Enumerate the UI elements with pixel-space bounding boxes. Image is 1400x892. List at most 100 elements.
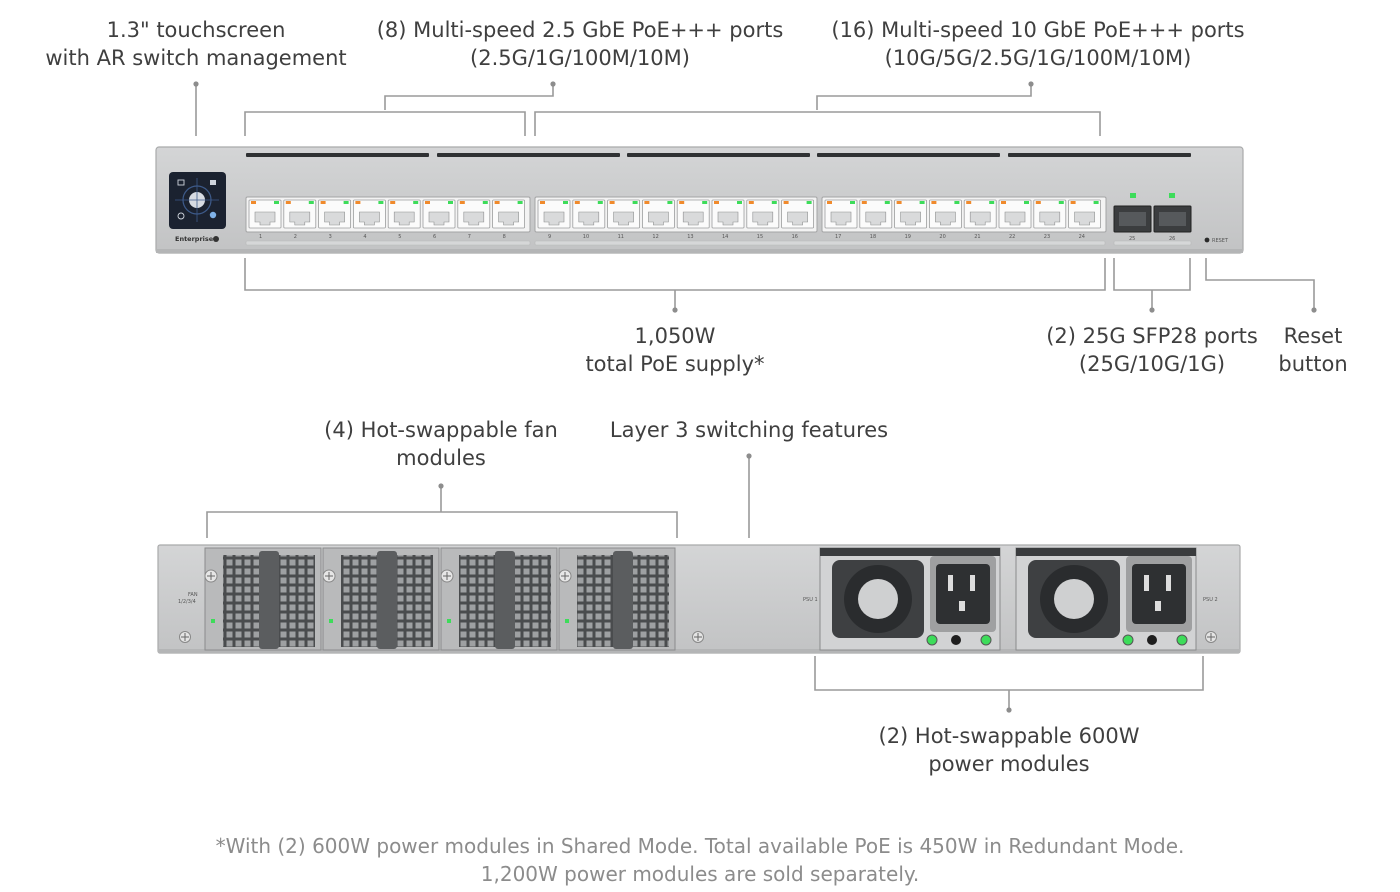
port-number: 8 <box>503 234 506 240</box>
ports-10g-callout-line1: (16) Multi-speed 10 GbE PoE+++ ports <box>831 18 1245 42</box>
touchscreen-callout-line1: 1.3" touchscreen <box>106 18 286 42</box>
port-led <box>896 201 902 204</box>
fan-module[interactable] <box>204 547 322 651</box>
port-led <box>1035 201 1041 204</box>
psu-led <box>1176 634 1188 646</box>
poe-supply-callout-line1: 1,050W <box>634 324 716 348</box>
port-led <box>274 201 279 204</box>
port-led <box>748 201 754 204</box>
port-number: 22 <box>1009 234 1015 240</box>
port-led <box>667 201 673 204</box>
sfp28-leader <box>1113 258 1191 310</box>
port-led <box>1070 201 1076 204</box>
sfp28-ports: 25 26 <box>1113 193 1192 242</box>
reset-callout-line1: Reset <box>1283 324 1343 348</box>
rj45-port[interactable] <box>607 199 640 229</box>
port-led <box>517 201 523 204</box>
rj45-port[interactable] <box>859 199 893 229</box>
rj45-port[interactable] <box>492 199 526 229</box>
rj45-port[interactable] <box>781 199 814 229</box>
port-led <box>1024 201 1029 204</box>
ports-25g-callout-line1: (8) Multi-speed 2.5 GbE PoE+++ ports <box>376 18 784 42</box>
port-led <box>931 201 937 204</box>
footnote-line1: *With (2) 600W power modules in Shared M… <box>215 834 1185 858</box>
touchscreen-callout: 1.3" touchscreen with AR switch manageme… <box>36 16 356 72</box>
sfp-led <box>1169 193 1175 198</box>
port-led <box>702 201 708 204</box>
port-led <box>966 201 972 204</box>
port-number: 19 <box>905 234 911 240</box>
fan-led <box>211 619 215 623</box>
port-led <box>540 201 545 204</box>
port-number: 17 <box>835 234 841 240</box>
port-led <box>413 201 419 204</box>
rj45-port[interactable] <box>318 199 352 229</box>
port-led <box>919 201 925 204</box>
port-number: 15 <box>757 234 763 240</box>
rj45-port[interactable] <box>746 199 780 229</box>
rj45-port[interactable] <box>457 199 491 229</box>
rj45-port[interactable] <box>894 199 927 229</box>
port-number: 14 <box>722 234 728 240</box>
psu-module[interactable] <box>819 547 1001 651</box>
port-number: 23 <box>1044 234 1050 240</box>
power-modules-callout-line2: power modules <box>928 752 1090 776</box>
rj45-port[interactable] <box>642 199 675 229</box>
layer3-callout: Layer 3 switching features <box>600 416 898 444</box>
footnote-line2: 1,200W power modules are sold separately… <box>480 862 920 886</box>
fan-module[interactable] <box>558 547 676 651</box>
sfp28-callout-line1: (2) 25G SFP28 ports <box>1046 324 1258 348</box>
rj45-port[interactable] <box>387 199 421 229</box>
port-number: 21 <box>974 234 980 240</box>
fan-module[interactable] <box>440 547 558 651</box>
port-number: 1 <box>259 234 262 240</box>
port-led <box>1093 201 1099 204</box>
port-number: 4 <box>363 234 366 240</box>
psu-label: PSU 2 <box>1203 597 1218 603</box>
fan-label-numbers: 1/2/3/4 <box>178 599 196 605</box>
rj45-port[interactable] <box>1068 199 1101 229</box>
rj45-port[interactable] <box>711 199 745 229</box>
rj45-port[interactable] <box>963 199 997 229</box>
port-led <box>884 201 890 204</box>
port-led <box>308 201 314 204</box>
rj45-port[interactable] <box>824 199 858 229</box>
port-led <box>425 201 430 204</box>
psu-module[interactable] <box>1015 547 1197 651</box>
rj45-port[interactable] <box>572 199 606 229</box>
port-led <box>806 201 812 204</box>
fan-label: FAN <box>188 592 198 598</box>
port-led <box>644 201 650 204</box>
port-led <box>574 201 580 204</box>
touchscreen-display <box>169 172 226 229</box>
sfp-label: 25 <box>1129 236 1135 242</box>
port-number: 24 <box>1079 234 1085 240</box>
layer3-callout-line1: Layer 3 switching features <box>609 418 889 442</box>
rj45-port[interactable] <box>352 199 386 229</box>
rj45-port[interactable] <box>537 199 571 229</box>
port-led <box>679 201 685 204</box>
power-modules-callout-line1: (2) Hot-swappable 600W <box>878 724 1140 748</box>
port-number: 7 <box>468 234 471 240</box>
sfp28-callout-line2: (25G/10G/1G) <box>1078 352 1226 376</box>
rj45-port[interactable] <box>248 199 282 229</box>
rj45-port[interactable] <box>1033 199 1067 229</box>
fan-module[interactable] <box>322 547 440 651</box>
rj45-port[interactable] <box>998 199 1032 229</box>
port-led <box>714 201 719 204</box>
reset-button[interactable] <box>1204 237 1210 243</box>
rj45-port[interactable] <box>929 199 962 229</box>
rj45-port[interactable] <box>422 199 456 229</box>
port-led <box>355 201 361 204</box>
port-led <box>343 201 349 204</box>
fan-modules <box>204 547 676 651</box>
port-led <box>320 201 326 204</box>
port-number: 16 <box>792 234 798 240</box>
port-number: 13 <box>687 234 693 240</box>
port-led <box>632 201 638 204</box>
rj45-port[interactable] <box>283 199 317 229</box>
port-led <box>494 201 500 204</box>
poe-supply-callout: 1,050W total PoE supply* <box>555 322 795 378</box>
rj45-port[interactable] <box>676 199 710 229</box>
